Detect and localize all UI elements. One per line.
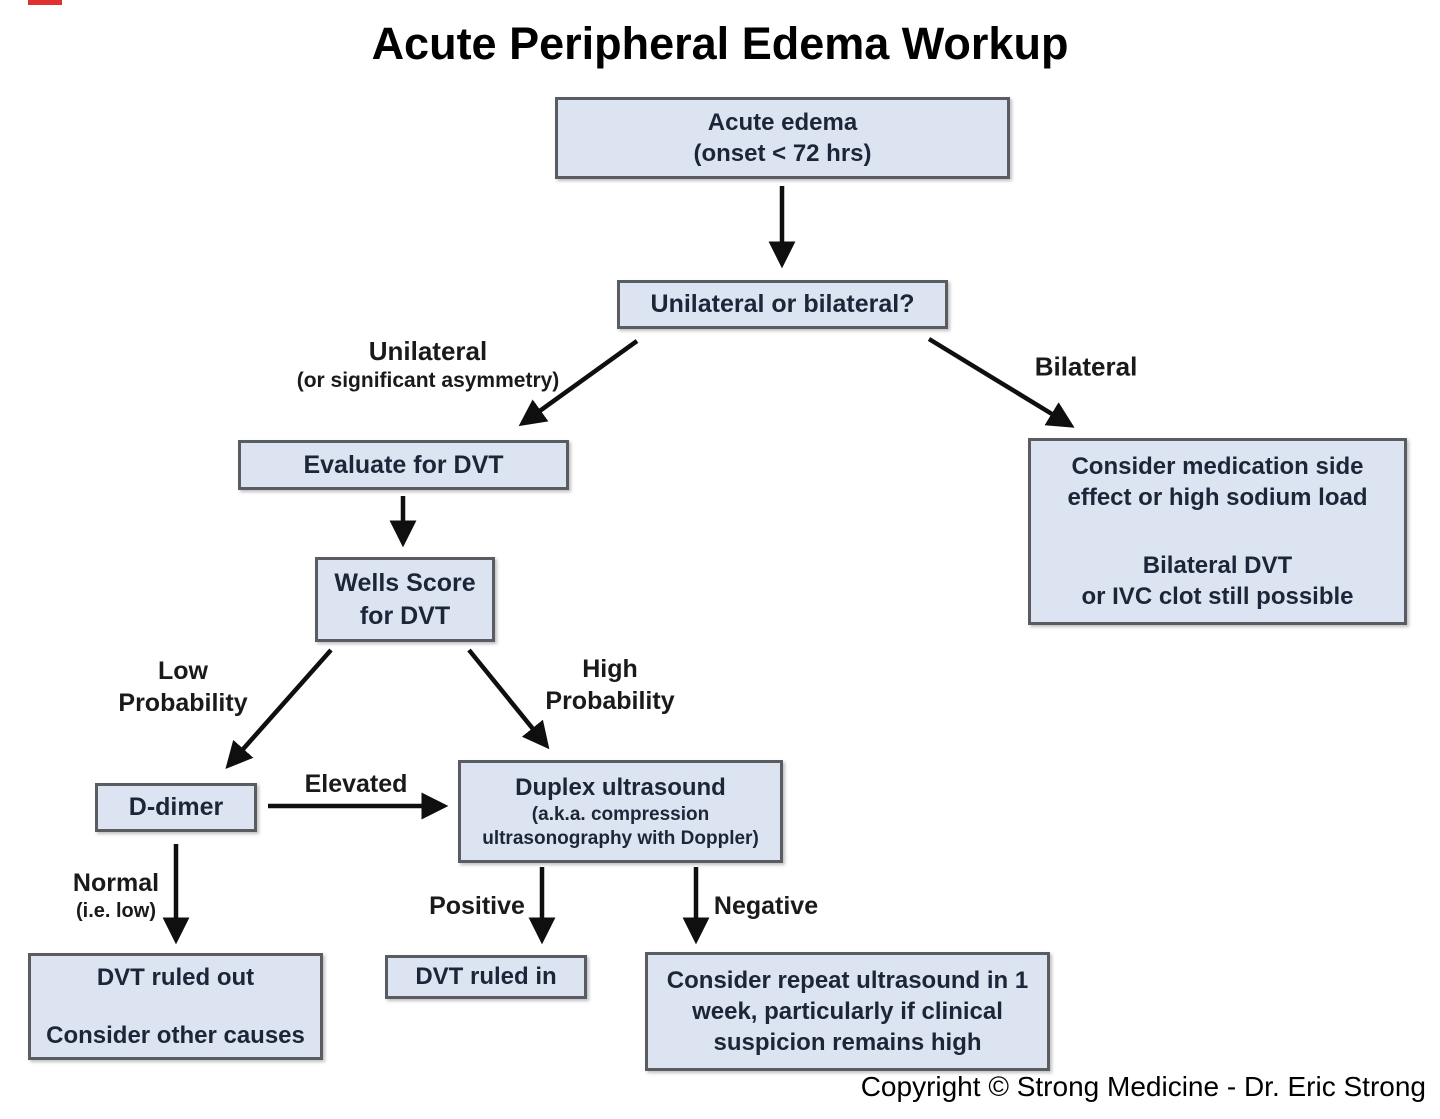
node-line: effect or high sodium load [1067,484,1368,512]
node-line: (a.k.a. compression [531,804,710,826]
node-consider-repeat-ultrasound: Consider repeat ultrasound in 1 week, pa… [645,952,1050,1071]
edge-label-low-probability: Low Probability [118,655,247,719]
edge-label-line: (i.e. low) [75,900,156,923]
copyright-text: Copyright © Strong Medicine - Dr. Eric S… [860,1071,1426,1102]
node-line: for DVT [359,601,451,630]
node-line: Acute edema [707,108,858,136]
node-d-dimer: D-dimer [95,783,257,832]
arrow-high-probability [467,648,550,750]
node-acute-edema: Acute edema (onset < 72 hrs) [555,97,1010,179]
edge-label-line: Unilateral [368,335,488,366]
node-line: or IVC clot still possible [1081,582,1354,610]
node-line: Duplex ultrasound [515,774,726,802]
node-line: (onset < 72 hrs) [693,140,872,167]
node-line: Consider other causes [46,1021,305,1049]
edge-label-line: High [582,655,638,683]
node-line: week, particularly if clinical [692,997,1003,1025]
page-title: Acute Peripheral Edema Workup [371,18,1069,69]
node-consider-medication: Consider medication side effect or high … [1028,438,1407,625]
node-line: DVT ruled out [96,964,255,992]
edge-label-unilateral: Unilateral (or significant asymmetry) [297,335,560,395]
edge-label-line: Probability [545,687,675,715]
node-evaluate-for-dvt: Evaluate for DVT [238,440,569,490]
edge-label-high-probability: High Probability [545,653,674,717]
node-wells-score: Wells Score for DVT [315,557,495,642]
node-unilateral-or-bilateral: Unilateral or bilateral? [617,280,948,329]
edge-label-line: Negative [713,892,819,920]
node-line: DVT ruled in [415,963,557,991]
edge-label-line: Positive [429,892,525,920]
node-line: suspicion remains high [713,1029,982,1057]
edge-label-line: (or significant asymmetry) [296,369,560,393]
node-line: D-dimer [128,793,224,822]
edge-label-normal: Normal (i.e. low) [73,867,159,925]
node-line: Consider repeat ultrasound in 1 [666,966,1029,994]
red-artifact-mark [28,0,62,5]
node-line: Bilateral DVT [1142,551,1293,579]
node-dvt-ruled-in: DVT ruled in [385,955,587,999]
node-line: Consider medication side [1071,453,1364,481]
node-line: Unilateral or bilateral? [650,290,915,319]
edge-label-negative: Negative [714,890,818,922]
edge-label-elevated: Elevated [305,768,408,800]
node-line: Evaluate for DVT [303,450,504,479]
node-duplex-ultrasound: Duplex ultrasound (a.k.a. compression ul… [458,760,783,863]
node-dvt-ruled-out: DVT ruled out Consider other causes [28,953,323,1060]
edge-label-positive: Positive [429,890,525,922]
edge-label-line: Probability [118,689,248,717]
edge-label-line: Elevated [304,770,408,798]
node-line: Wells Score [334,569,476,597]
node-line: ultrasonography with Doppler) [482,828,759,850]
edge-label-line: Low [158,657,208,685]
edge-label-line: Normal [72,869,160,898]
edge-label-bilateral: Bilateral [1035,350,1138,383]
edge-label-line: Bilateral [1034,351,1138,382]
